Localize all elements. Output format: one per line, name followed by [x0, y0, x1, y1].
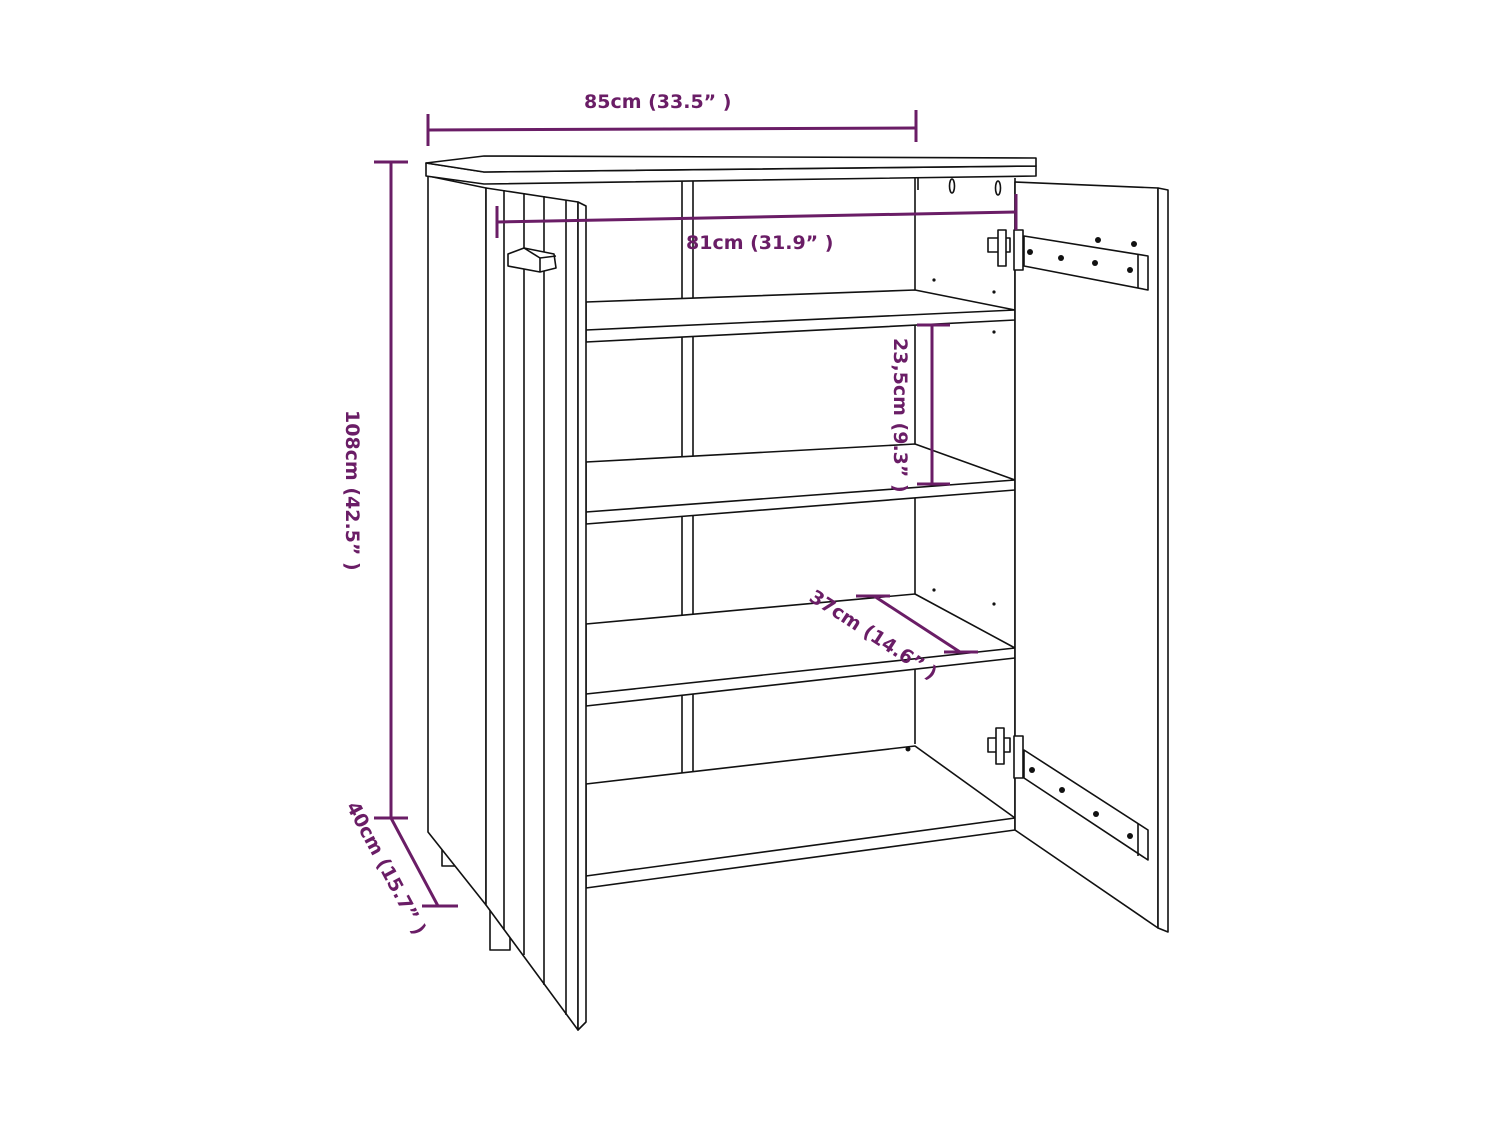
dimension-width: 85cm (33.5” )	[426, 91, 918, 146]
width-label: 85cm (33.5” )	[584, 91, 731, 113]
right-door	[987, 181, 1169, 933]
shelf-spacing-label: 23,5cm (9.3” )	[889, 338, 911, 493]
hinge-bottom	[987, 727, 1149, 861]
door-handle	[507, 247, 557, 273]
hinge-top	[987, 229, 1149, 291]
cabinet-body	[425, 155, 1037, 951]
dimension-shelf-spacing: 23,5cm (9.3” )	[889, 323, 950, 493]
inner-width-label: 81cm (31.9” )	[686, 232, 833, 254]
height-label: 108cm (42.5” )	[341, 410, 363, 571]
dimension-inner-width: 81cm (31.9” )	[495, 194, 1018, 254]
left-side-panel	[427, 175, 487, 906]
shelf-pin-holes	[932, 278, 996, 606]
dimension-height: 108cm (42.5” )	[341, 160, 408, 820]
left-door	[485, 187, 587, 1031]
